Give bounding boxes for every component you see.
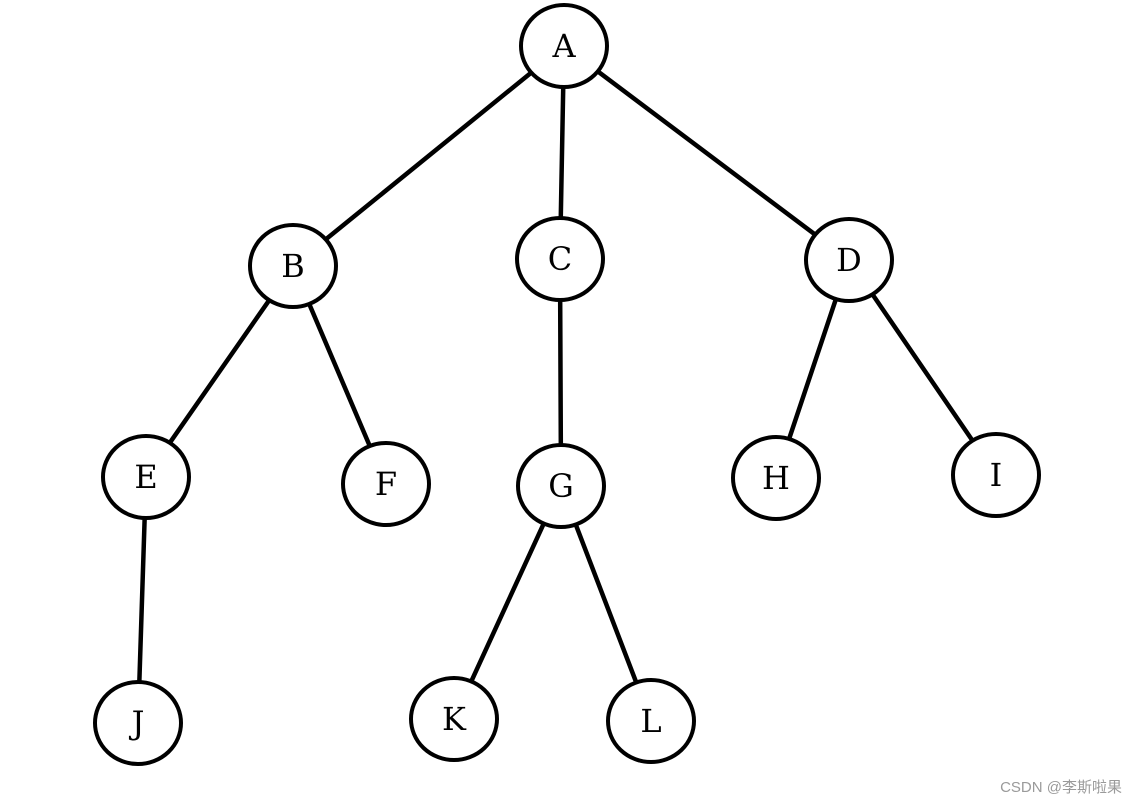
node-circle xyxy=(341,441,431,527)
node-label: L xyxy=(640,702,661,740)
node-d: D xyxy=(804,217,894,303)
edge-a-c xyxy=(558,86,566,219)
edges-layer xyxy=(137,69,974,684)
edge-b-e xyxy=(168,299,271,444)
node-a: A xyxy=(519,3,609,89)
nodes-layer: A B C D E F G H I J K L xyxy=(93,3,1041,766)
edge-b-f xyxy=(307,303,372,447)
node-i: I xyxy=(951,432,1041,518)
node-label: D xyxy=(836,241,862,279)
node-circle xyxy=(101,434,191,520)
node-e: E xyxy=(101,434,191,520)
edge-g-l xyxy=(574,523,638,684)
node-label: B xyxy=(281,247,305,285)
edge-g-k xyxy=(469,522,546,683)
edge-e-j xyxy=(137,517,147,683)
node-circle xyxy=(93,680,183,766)
node-circle xyxy=(515,216,605,302)
node-circle xyxy=(516,443,606,529)
edge-a-b xyxy=(324,70,533,242)
node-label: H xyxy=(762,459,790,497)
node-label: J xyxy=(129,704,145,742)
edge-a-d xyxy=(596,69,817,237)
edge-c-g xyxy=(557,299,564,446)
node-circle xyxy=(248,223,338,309)
node-label: K xyxy=(442,700,467,738)
node-c: C xyxy=(515,216,605,302)
node-j: J xyxy=(93,680,183,766)
edge-d-h xyxy=(787,298,838,440)
node-h: H xyxy=(731,435,821,521)
node-g: G xyxy=(516,443,606,529)
node-label: F xyxy=(375,465,397,503)
node-k: K xyxy=(409,676,499,762)
node-label: E xyxy=(134,458,157,496)
node-b: B xyxy=(248,223,338,309)
watermark-text: CSDN @李斯啦果 xyxy=(1000,779,1122,796)
node-label: G xyxy=(548,467,574,505)
node-l: L xyxy=(606,678,696,764)
node-f: F xyxy=(341,441,431,527)
node-circle xyxy=(519,3,609,89)
node-circle xyxy=(731,435,821,521)
node-label: A xyxy=(551,27,576,65)
edge-d-i xyxy=(871,293,974,442)
node-label: C xyxy=(548,240,572,278)
node-circle xyxy=(409,676,499,762)
node-circle xyxy=(606,678,696,764)
node-label: I xyxy=(990,456,1003,494)
node-circle xyxy=(804,217,894,303)
node-circle xyxy=(951,432,1041,518)
